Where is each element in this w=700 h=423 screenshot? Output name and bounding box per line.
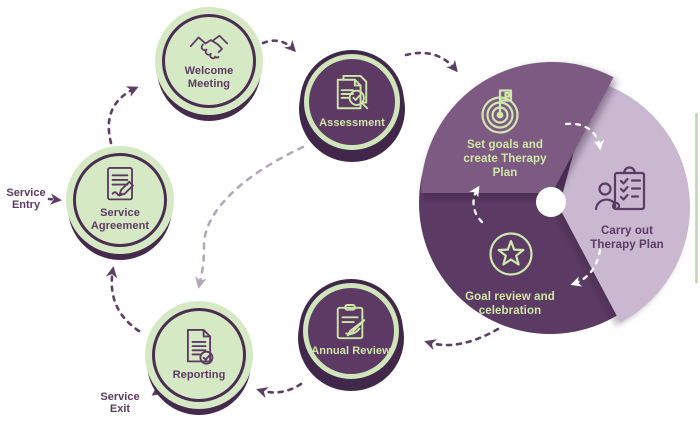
reporting-label: Reporting (172, 368, 226, 381)
assessment-label: Assessment (319, 117, 385, 130)
carry-out-sector (559, 80, 690, 323)
reporting-node: Reporting (152, 308, 246, 402)
clipboard-pen-icon (336, 304, 366, 340)
annual-review-label: Annual Review (311, 345, 391, 358)
pie-center-hole (536, 187, 566, 217)
arrow-assessment-to-reporting (195, 145, 305, 289)
welcome-meeting-label: Welcome Meeting (184, 64, 234, 90)
arrow-assessment-to-cycle (404, 51, 458, 73)
welcome-meeting-node: Welcome Meeting (162, 14, 256, 108)
service-agreement-node: Service Agreement (73, 153, 167, 247)
target-flag-icon (481, 89, 519, 134)
star-icon (489, 232, 533, 276)
arrow-annual-review-to-reporting (256, 382, 303, 399)
document-signature-icon (107, 167, 134, 201)
service-entry-label: Service Entry (6, 187, 46, 211)
arrow-welcome-to-assessment (261, 39, 296, 53)
arrow-reporting-to-agreement (105, 266, 141, 333)
set-goals-label: Set goals and create Therapy Plan (463, 139, 547, 179)
goal-review-label: Goal review and celebration (465, 291, 555, 317)
handshake-icon (189, 34, 229, 59)
set-goals-sector (421, 61, 614, 193)
documents-magnifier-icon (336, 75, 369, 110)
therapy-cycle-pie (419, 61, 690, 334)
assessment-node: Assessment (304, 54, 400, 150)
cycle-arrow-review-to-set (469, 185, 484, 224)
document-check-icon (186, 328, 214, 365)
service-exit-label: Service Exit (100, 391, 140, 415)
cycle-arrow-carry-to-review (570, 248, 602, 287)
service-agreement-label: Service Agreement (90, 207, 150, 232)
annual-review-node: Annual Review (303, 283, 399, 379)
arrow-agreement-to-welcome (107, 86, 139, 145)
cycle-arrow-set-to-carry (564, 122, 605, 151)
person-checklist-icon (594, 166, 646, 211)
carry-out-label: Carry out Therapy Plan (590, 225, 664, 251)
arrow-cycle-to-annual-review (424, 327, 500, 351)
arrow-entry-to-agreement (47, 193, 62, 205)
